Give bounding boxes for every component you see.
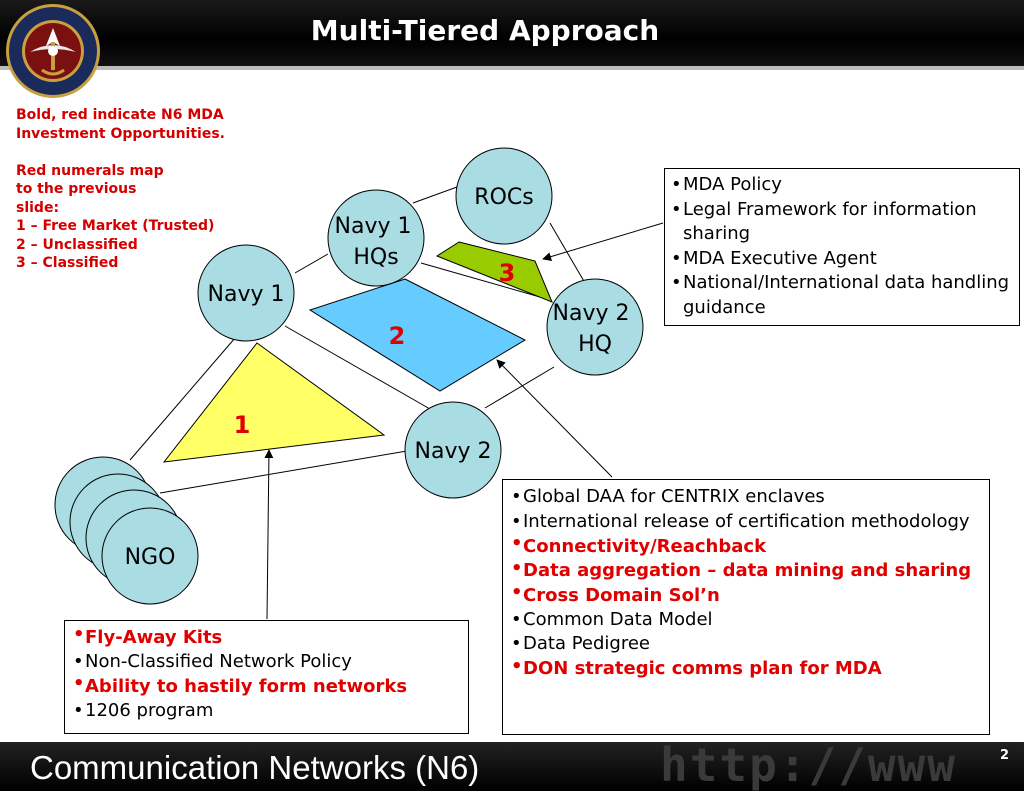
unclassified-item-emphasis: Connectivity/Reachback (509, 534, 985, 559)
link-line (284, 325, 431, 410)
arrow-unclassified-to-parallelogram (496, 359, 613, 478)
node-rocs: ROCs (455, 147, 553, 245)
node-label-navy1-hqs: HQs (353, 245, 398, 270)
free-market-item-emphasis: Ability to hastily form networks (71, 674, 464, 699)
node-navy1-hqs: Navy 1 HQs (327, 189, 425, 287)
unclassified-box: Global DAA for CENTRIX enclaves Internat… (502, 479, 990, 735)
policy-item: MDA Policy (669, 173, 1015, 198)
link-line (159, 450, 408, 494)
node-label-navy1: Navy 1 (208, 282, 285, 307)
node-ngo-stack: NGO (54, 456, 199, 605)
node-label-rocs: ROCs (474, 185, 533, 210)
note-line: Bold, red indicate N6 MDA (16, 107, 224, 123)
unclassified-item: Global DAA for CENTRIX enclaves (509, 485, 985, 510)
note-line: to the previous (16, 181, 137, 197)
note-line: 3 – Classified (16, 255, 119, 271)
note-line: Investment Opportunities. (16, 125, 225, 142)
policy-box: MDA Policy Legal Framework for informati… (664, 168, 1020, 326)
link-line (420, 262, 548, 300)
free-market-item-emphasis: Fly-Away Kits (71, 625, 464, 650)
link-line (549, 222, 586, 284)
header-stripe (0, 66, 1024, 70)
node-navy1: Navy 1 (197, 244, 295, 342)
communication-networks-seal-icon (6, 4, 100, 98)
classified-trapezoid (435, 241, 553, 303)
footer-bar (0, 742, 1024, 791)
node-label-navy2: Navy 2 (415, 439, 492, 464)
unclassified-item: Data Pedigree (509, 632, 985, 657)
unclassified-parallelogram (308, 278, 527, 392)
numeral-2: 2 (389, 322, 406, 350)
node-label-navy1-hqs: Navy 1 (335, 214, 412, 239)
note-line: 2 – Unclassified (16, 236, 138, 253)
numeral-1: 1 (234, 411, 251, 439)
policy-item: National/International data handling gui… (669, 271, 1015, 320)
node-label-navy2-hq: Navy 2 (553, 301, 630, 326)
free-market-box: Fly-Away Kits Non-Classified Network Pol… (64, 620, 469, 734)
note-line: slide: (16, 199, 60, 216)
page-number: 2 (1000, 748, 1010, 763)
node-navy2-hq: Navy 2 HQ (546, 278, 644, 376)
header-bar (0, 0, 1024, 66)
policy-item: MDA Executive Agent (669, 247, 1015, 272)
free-market-triangle (162, 342, 386, 463)
unclassified-item: Common Data Model (509, 608, 985, 633)
legend-note: Bold, red indicate N6 MDA Investment Opp… (16, 106, 276, 273)
node-label-ngo: NGO (125, 545, 176, 570)
free-market-item: 1206 program (71, 699, 464, 724)
footer-watermark: http://www (660, 738, 957, 792)
link-line (129, 337, 236, 461)
link-line (294, 253, 329, 274)
slide-title: Multi-Tiered Approach (310, 14, 660, 47)
note-line: 1 – Free Market (Trusted) (16, 218, 215, 234)
footer-title: Communication Networks (N6) (30, 749, 480, 786)
unclassified-item-emphasis: Cross Domain Sol’n (509, 583, 985, 608)
unclassified-item-emphasis: DON strategic comms plan for MDA (509, 657, 985, 682)
numeral-3: 3 (499, 259, 516, 287)
link-line (484, 366, 555, 409)
free-market-item: Non-Classified Network Policy (71, 650, 464, 675)
node-label-navy2-hq: HQ (578, 332, 612, 357)
note-line: Red numerals map (16, 162, 164, 179)
arrow-policy-to-classified (542, 222, 664, 261)
node-navy2: Navy 2 (404, 401, 502, 499)
unclassified-item-emphasis: Data aggregation – data mining and shari… (509, 559, 985, 584)
unclassified-item: International release of certification m… (509, 510, 985, 535)
arrow-freemarket-to-triangle (264, 449, 274, 620)
policy-item: Legal Framework for information sharing (669, 198, 1015, 247)
link-line (412, 186, 458, 204)
